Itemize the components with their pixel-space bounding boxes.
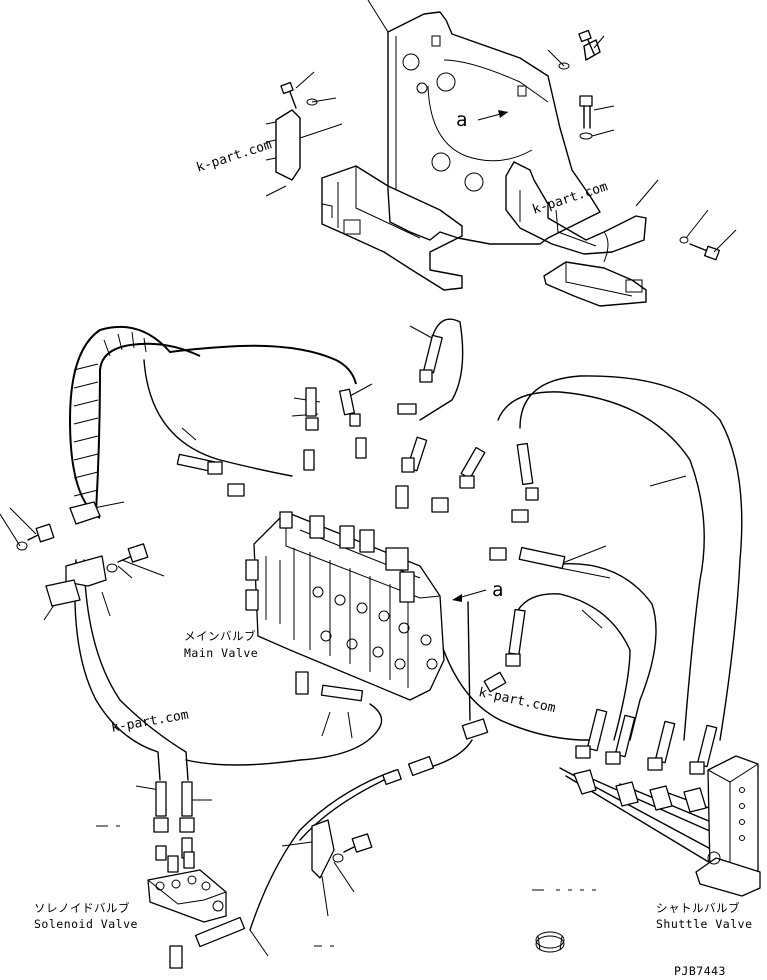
right-mounting-bracket (505, 161, 647, 255)
hose-fitting-icon (516, 442, 539, 501)
hose-left-loop-outer (68, 325, 357, 519)
watermark-1: k-part.com (195, 137, 274, 176)
washer-icon (558, 62, 570, 70)
bolt-icon (579, 95, 593, 129)
hose-bottom-front-2 (299, 779, 385, 841)
hose-left-down-2 (83, 559, 189, 781)
washer-icon (332, 853, 344, 863)
washer-icon (306, 98, 318, 106)
hose-right-low (439, 639, 601, 741)
hose-fitting-icon (153, 781, 195, 861)
solenoid-valve (147, 851, 227, 923)
view-a-callout-mid: a (492, 579, 503, 601)
hose-top-loop (143, 359, 293, 477)
hose-left-down (74, 559, 161, 781)
washer-icon (106, 563, 118, 573)
hose-fitting-icon (382, 755, 435, 786)
hose-fitting-icon (575, 708, 718, 775)
hose-fitting-icon (489, 509, 529, 561)
shuttle-valve-label-jp: シャトルバルブ (656, 901, 740, 915)
hose-fitting-icon (338, 388, 361, 427)
hose-fitting-icon (176, 453, 223, 475)
hose-fitting-icon (227, 483, 245, 497)
bracket-foot (543, 261, 647, 307)
drawing-code: PJB7443 (674, 964, 726, 978)
leader-lines (0, 0, 737, 957)
bracket-base-tray (321, 165, 463, 291)
main-valve: a (245, 511, 503, 701)
bracket-hole-5 (464, 172, 484, 192)
component-labels: メインバルブ Main Valve ソレノイドバルブ Solenoid Valv… (34, 629, 753, 978)
hose-front-loop (185, 703, 383, 766)
solenoid-valve-label-en: Solenoid Valve (34, 917, 138, 931)
hose-fitting-icon (419, 334, 443, 383)
bolt-icon (27, 523, 55, 543)
hose-fitting-icon (395, 485, 449, 513)
hose-left-loop-inner (95, 342, 201, 513)
shuttle-valve-label-en: Shuttle Valve (656, 917, 753, 931)
hoses (68, 318, 743, 931)
bracket-hole-1 (402, 53, 420, 71)
hose-fitting-icon (505, 608, 526, 667)
bolt-icon (280, 81, 297, 109)
top-fasteners (265, 29, 720, 261)
washer-icon (16, 541, 28, 551)
hose-clamp-icon (535, 931, 565, 953)
lower-fasteners (16, 501, 596, 953)
bolt-icon (689, 243, 720, 261)
view-a-callout-top: a (456, 109, 467, 131)
hose-fitting-icon (295, 671, 364, 702)
hose-fitting-icon (169, 916, 246, 969)
hose-fitting-icon (483, 671, 507, 693)
hose-fitting-icon (397, 403, 428, 473)
main-valve-label-en: Main Valve (184, 646, 258, 660)
hose-right-mid-1 (559, 562, 657, 741)
hose-fitting-icon (461, 718, 489, 740)
hose-right-mid-2 (517, 593, 631, 741)
hose-bottom-front (249, 769, 397, 931)
bolt-icon (578, 29, 601, 61)
watermark-2: k-part.com (531, 179, 610, 218)
solenoid-valve-label-jp: ソレノイドバルブ (34, 901, 130, 915)
bracket-hole-3 (436, 72, 456, 92)
bolt-icon (343, 833, 373, 853)
washer-icon (579, 132, 593, 140)
hose-fitting-icon (303, 437, 367, 471)
hose-top-right (419, 318, 464, 421)
hose-right-big-1 (519, 375, 743, 741)
hose-fitting-icon (518, 546, 566, 570)
main-valve-label-jp: メインバルブ (184, 629, 256, 643)
left-small-bracket (275, 109, 301, 181)
bracket-hole-2 (416, 82, 428, 94)
hose-fittings (153, 334, 721, 969)
clip-icon (311, 819, 335, 879)
bracket-hole-4 (431, 152, 451, 172)
shuttle-valve (695, 755, 761, 897)
hose-right-big-2 (497, 391, 705, 741)
hose-fitting-icon (459, 446, 486, 489)
clip-icon (45, 501, 107, 607)
hose-fitting-icon (305, 387, 319, 431)
valve-bracket-assembly: a (321, 11, 647, 307)
hose-spiral-wrap (73, 331, 147, 497)
bracket-main-plate (387, 11, 601, 245)
bolt-icon (117, 543, 149, 563)
washer-icon (679, 236, 689, 244)
